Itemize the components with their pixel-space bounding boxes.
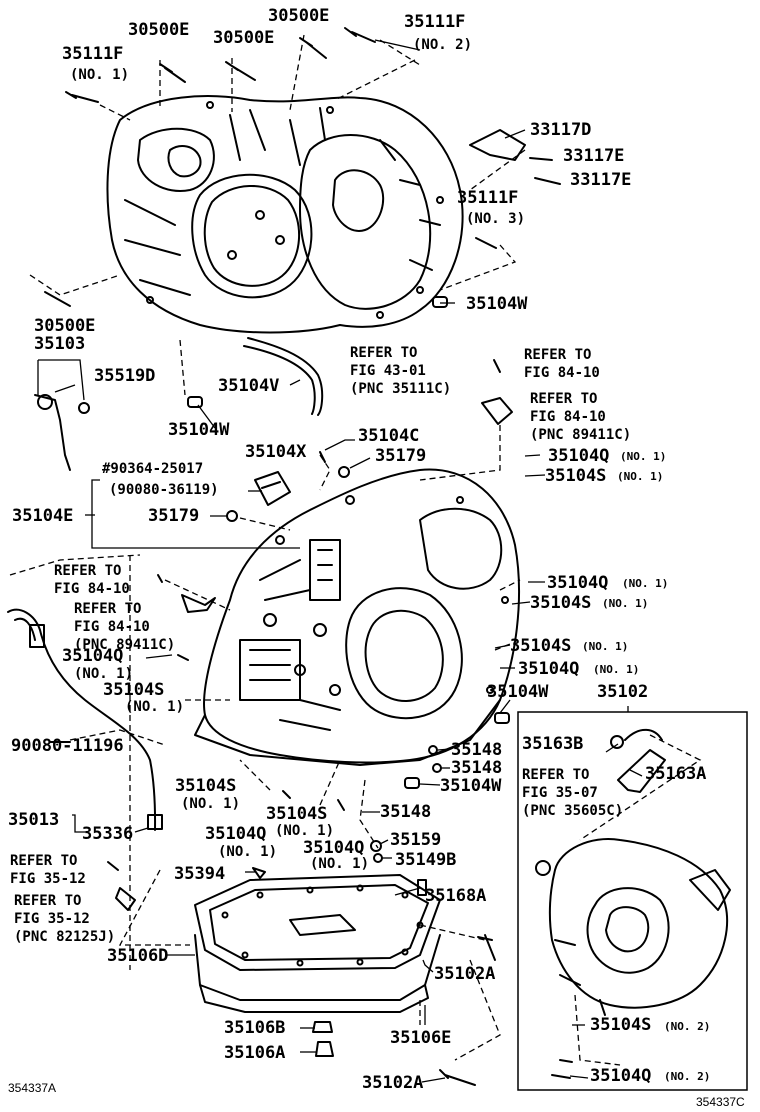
part-label-35148: 35148 xyxy=(451,740,503,760)
part-label-35104S: 35104S xyxy=(175,776,237,796)
part-label-35104X: 35104X xyxy=(245,442,307,462)
part-label-35104Q: 35104Q xyxy=(62,646,124,666)
part-label-35013: 35013 xyxy=(8,810,60,830)
part-label-90080-36119: (90080-36119) xyxy=(109,482,219,498)
transmission-case xyxy=(194,468,520,766)
part-label-35111F: 35111F xyxy=(62,44,124,64)
extension-housing xyxy=(548,749,731,1016)
part-label-no-1: (NO. 1) xyxy=(275,823,335,839)
part-label-35104V: 35104V xyxy=(218,376,280,396)
part-label-no-1: (NO. 1) xyxy=(620,450,667,463)
part-label-35104S: 35104S xyxy=(266,804,328,824)
part-label-35163B: 35163B xyxy=(522,734,584,754)
part-label-no-1: (NO. 1) xyxy=(593,663,640,676)
part-label-no-2: (NO. 2) xyxy=(664,1070,711,1083)
part-label-30500E: 30500E xyxy=(34,316,96,336)
part-label-30500E: 30500E xyxy=(213,28,275,48)
part-label-no-1: (NO. 1) xyxy=(74,666,134,682)
part-label-35179: 35179 xyxy=(375,446,427,466)
part-label-35106A: 35106A xyxy=(224,1043,286,1063)
part-label-35159: 35159 xyxy=(390,830,442,850)
figure-id: 354337C xyxy=(696,1095,745,1109)
part-label-35394: 35394 xyxy=(174,864,226,884)
figure-id: 354337A xyxy=(8,1081,57,1095)
part-label-35111F: 35111F xyxy=(457,188,519,208)
part-label-35103: 35103 xyxy=(34,334,86,354)
part-label-35102: 35102 xyxy=(597,682,649,702)
part-label-35106E: 35106E xyxy=(390,1028,452,1048)
part-label-35106B: 35106B xyxy=(224,1018,286,1038)
leader-lines xyxy=(9,34,748,1091)
part-label-35104E: 35104E xyxy=(12,506,74,526)
part-label-35104C: 35104C xyxy=(358,426,420,446)
part-label-33117E: 33117E xyxy=(570,170,632,190)
part-label-35104W: 35104W xyxy=(487,682,549,702)
part-label-35104Q: 35104Q xyxy=(548,446,610,466)
part-label-35104S: 35104S xyxy=(103,680,165,700)
part-label-no-1: (NO. 1) xyxy=(310,856,370,872)
part-label-no-1: (NO. 1) xyxy=(622,577,669,590)
part-label-35519D: 35519D xyxy=(94,366,156,386)
part-label-35104S: 35104S xyxy=(545,466,607,486)
part-label-35111F: 35111F xyxy=(404,12,466,32)
part-label-no-1: (NO. 1) xyxy=(125,699,185,715)
part-label-no-1: (NO. 1) xyxy=(617,470,664,483)
part-label-35106D: 35106D xyxy=(107,946,169,966)
small-parts xyxy=(34,27,663,1086)
part-label-35104S: 35104S xyxy=(590,1015,652,1035)
part-label-35336: 35336 xyxy=(82,824,134,844)
transaxle-housing xyxy=(106,95,464,334)
part-label-35148: 35148 xyxy=(451,758,503,778)
part-label-no-3: (NO. 3) xyxy=(466,211,526,227)
part-label-35102A: 35102A xyxy=(434,964,496,984)
part-label-33117E: 33117E xyxy=(563,146,625,166)
part-label-35148: 35148 xyxy=(380,802,432,822)
part-label-35179: 35179 xyxy=(148,506,200,526)
dipstick xyxy=(7,608,163,831)
part-label-no-1: (NO. 1) xyxy=(218,844,278,860)
part-label-35104W: 35104W xyxy=(466,294,528,314)
part-label-35102A: 35102A xyxy=(362,1073,424,1093)
part-label-no-1: (NO. 1) xyxy=(181,796,241,812)
part-label-35149B: 35149B xyxy=(395,850,457,870)
part-label-35168A: 35168A xyxy=(425,886,487,906)
part-label-30500E: 30500E xyxy=(128,20,190,40)
part-label-35104Q: 35104Q xyxy=(518,659,580,679)
part-label-no-1: (NO. 1) xyxy=(602,597,649,610)
part-label-35104Q: 35104Q xyxy=(303,838,365,858)
oil-pan xyxy=(194,874,441,1013)
part-label-no-2: (NO. 2) xyxy=(664,1020,711,1033)
part-label-33117D: 33117D xyxy=(530,120,592,140)
part-label-90364-25017: #90364-25017 xyxy=(102,461,204,477)
part-label-35104Q: 35104Q xyxy=(547,573,609,593)
part-label-30500E: 30500E xyxy=(268,6,330,26)
part-label-35104Q: 35104Q xyxy=(205,824,267,844)
part-label-35163A: 35163A xyxy=(645,764,707,784)
part-label-35104Q: 35104Q xyxy=(590,1066,652,1086)
part-label-no-1: (NO. 1) xyxy=(582,640,629,653)
part-label-35104S: 35104S xyxy=(510,636,572,656)
part-label-35104W: 35104W xyxy=(440,776,502,796)
part-label-90080-11196: 90080-11196 xyxy=(11,736,124,756)
part-label-no-1: (NO. 1) xyxy=(70,67,130,83)
part-label-35104W: 35104W xyxy=(168,420,230,440)
part-label-35104S: 35104S xyxy=(530,593,592,613)
part-label-no-2: (NO. 2) xyxy=(413,37,473,53)
